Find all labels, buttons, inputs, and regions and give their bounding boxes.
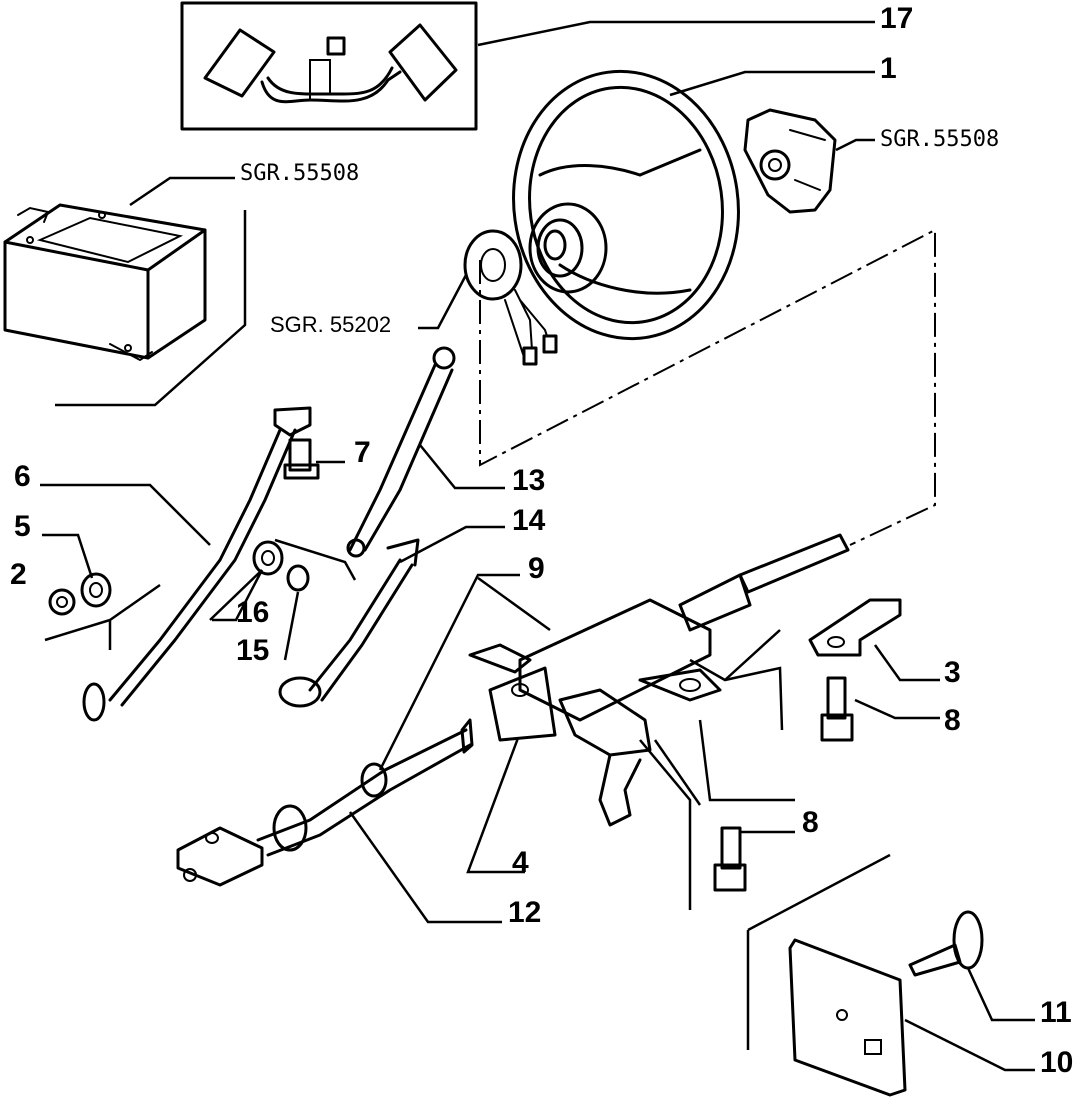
steering-wheel-1: [512, 69, 740, 341]
callout-1: 1: [880, 52, 897, 85]
callout-10: 10: [1040, 1046, 1073, 1079]
bracket-rod-14: [278, 538, 420, 708]
callout-12: 12: [508, 896, 541, 929]
callout-8-upper: 8: [944, 704, 961, 737]
support-rod-13: [346, 346, 456, 558]
steering-column-9: [468, 533, 850, 827]
inset-harness-17: [180, 1, 478, 131]
clock-spring: [463, 229, 558, 366]
washer-15: [286, 564, 310, 592]
callout-11: 11: [1040, 996, 1072, 1029]
callout-2: 2: [10, 558, 27, 591]
callout-16: 16: [236, 596, 269, 629]
bolt-7: [283, 438, 320, 480]
ref-airbag-ecu: SGR.55508: [240, 161, 359, 186]
airbag-control-unit: [3, 203, 207, 362]
callout-6: 6: [14, 460, 31, 493]
bolt-8-upper: [820, 676, 854, 742]
push-rivet-11: [908, 910, 984, 977]
callout-4: 4: [512, 846, 529, 879]
assembly-line-column: [479, 228, 936, 546]
cover-plate-10: [788, 938, 907, 1097]
washer-2: [48, 588, 76, 616]
nut-16: [252, 540, 284, 576]
leader-lines: [40, 20, 1035, 1072]
airbag-module: [743, 108, 837, 214]
callout-5: 5: [14, 510, 31, 543]
callout-17: 17: [880, 2, 913, 35]
tie-rod-6: [82, 406, 312, 722]
callout-14: 14: [512, 504, 546, 537]
callout-8-lower: 8: [802, 806, 819, 839]
intermediate-shaft-12: [176, 718, 474, 887]
ref-clock-spring: SGR. 55202: [270, 312, 391, 337]
callout-3: 3: [944, 656, 961, 689]
ref-airbag-module: SGR.55508: [880, 127, 999, 152]
callout-13: 13: [512, 464, 545, 497]
callout-7: 7: [354, 436, 371, 469]
callout-15: 15: [236, 634, 269, 667]
bracket-3: [808, 598, 902, 657]
bolt-8-lower: [713, 826, 747, 892]
nut-5: [80, 572, 112, 608]
callout-9: 9: [528, 552, 545, 585]
